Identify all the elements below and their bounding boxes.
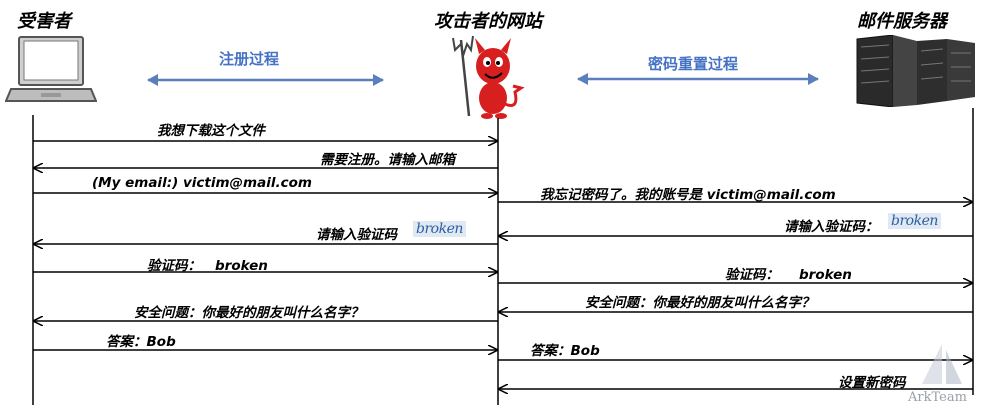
message-captcha-answer-left: 验证码： broken [147, 254, 268, 274]
captcha-image-right: broken [888, 213, 941, 229]
captcha-image-left: broken [413, 221, 466, 237]
message-download-request: 我想下载这个文件 [157, 123, 265, 139]
actor-mailserver-title: 邮件服务器 [857, 11, 947, 32]
actor-attacker-title: 攻击者的网站 [434, 11, 542, 32]
arkteam-logo-icon [922, 344, 962, 384]
captcha-value-right: broken [799, 267, 852, 283]
message-register-required: 需要注册。请输入邮箱 [320, 152, 455, 168]
captcha-label-left: 验证码： [147, 258, 201, 274]
message-captcha-answer-right: 验证码： broken [725, 263, 852, 283]
message-victim-email: (My email:) victim@mail.com [92, 175, 312, 191]
message-set-new-password: 设置新密码 [838, 375, 906, 391]
devil-icon [452, 35, 525, 119]
actor-victim-title: 受害者 [17, 11, 71, 32]
watermark-text: ArkTeam [908, 390, 967, 405]
message-enter-captcha-left: 请输入验证码 [316, 223, 397, 243]
server-rack-icon [856, 35, 975, 107]
message-answer-left: 答案：Bob [106, 334, 176, 350]
message-forgot-password: 我忘记密码了。我的账号是 victim@mail.com [540, 187, 836, 203]
message-answer-right: 答案：Bob [530, 343, 600, 359]
register-process-label: 注册过程 [219, 50, 280, 68]
message-security-question-right: 安全问题：你最好的朋友叫什么名字？ [585, 295, 815, 311]
message-enter-captcha-right: 请输入验证码： [784, 219, 879, 235]
message-security-question-left: 安全问题：你最好的朋友叫什么名字？ [134, 305, 364, 321]
captcha-value-left: broken [215, 258, 268, 274]
message-enter-captcha-left-text: 请输入验证码 [316, 227, 397, 243]
reset-process-label: 密码重置过程 [648, 55, 739, 73]
captcha-label-right: 验证码： [725, 267, 779, 283]
laptop-icon [5, 36, 97, 102]
